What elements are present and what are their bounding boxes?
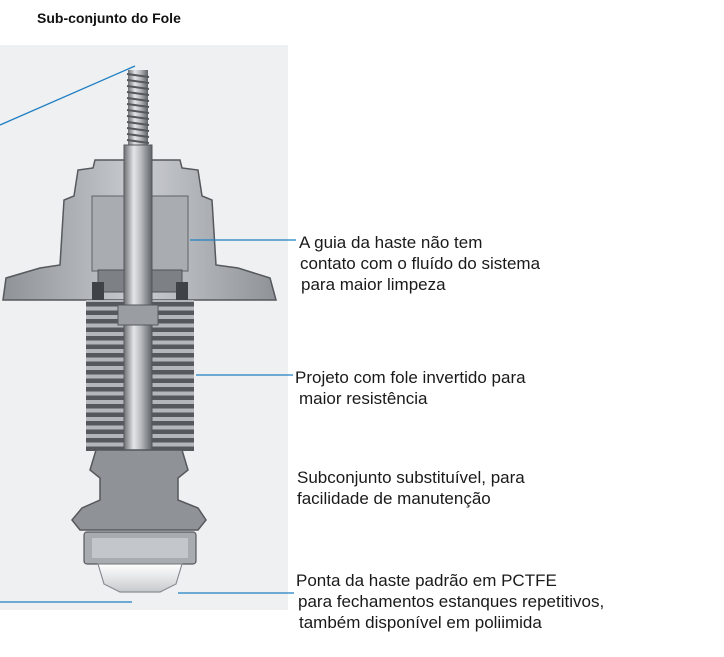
callout-line: Subconjunto substituível, para	[297, 468, 525, 487]
callout-stem-guide: A guia da haste não tem contato com o fl…	[299, 232, 540, 295]
stem-collar	[117, 304, 159, 326]
leader-lines	[0, 65, 296, 603]
stem-thread	[126, 70, 150, 150]
callout-line: A guia da haste não tem	[299, 233, 483, 252]
callout-line: Projeto com fole invertido para	[295, 368, 526, 387]
replaceable-subassembly	[71, 449, 207, 565]
callout-line: facilidade de manutenção	[297, 489, 491, 508]
stem-tip	[97, 563, 183, 593]
callout-line: também disponível em poliimida	[299, 613, 542, 632]
callout-inverted-bellows: Projeto com fole invertido para maior re…	[295, 367, 526, 409]
leader-line-thread	[0, 65, 136, 126]
callout-line: contato com o fluído do sistema	[300, 254, 541, 273]
callout-line: para maior limpeza	[301, 275, 446, 294]
callout-stem-tip: Ponta da haste padrão em PCTFE para fech…	[296, 570, 604, 633]
callout-line: Ponta da haste padrão em PCTFE	[296, 571, 557, 590]
callout-replaceable-subassembly: Subconjunto substituível, para facilidad…	[297, 467, 525, 509]
callout-line: maior resistência	[299, 389, 428, 408]
callout-line: para fechamentos estanques repetitivos,	[298, 592, 605, 611]
diagram-title: Sub-conjunto do Fole	[37, 10, 181, 26]
